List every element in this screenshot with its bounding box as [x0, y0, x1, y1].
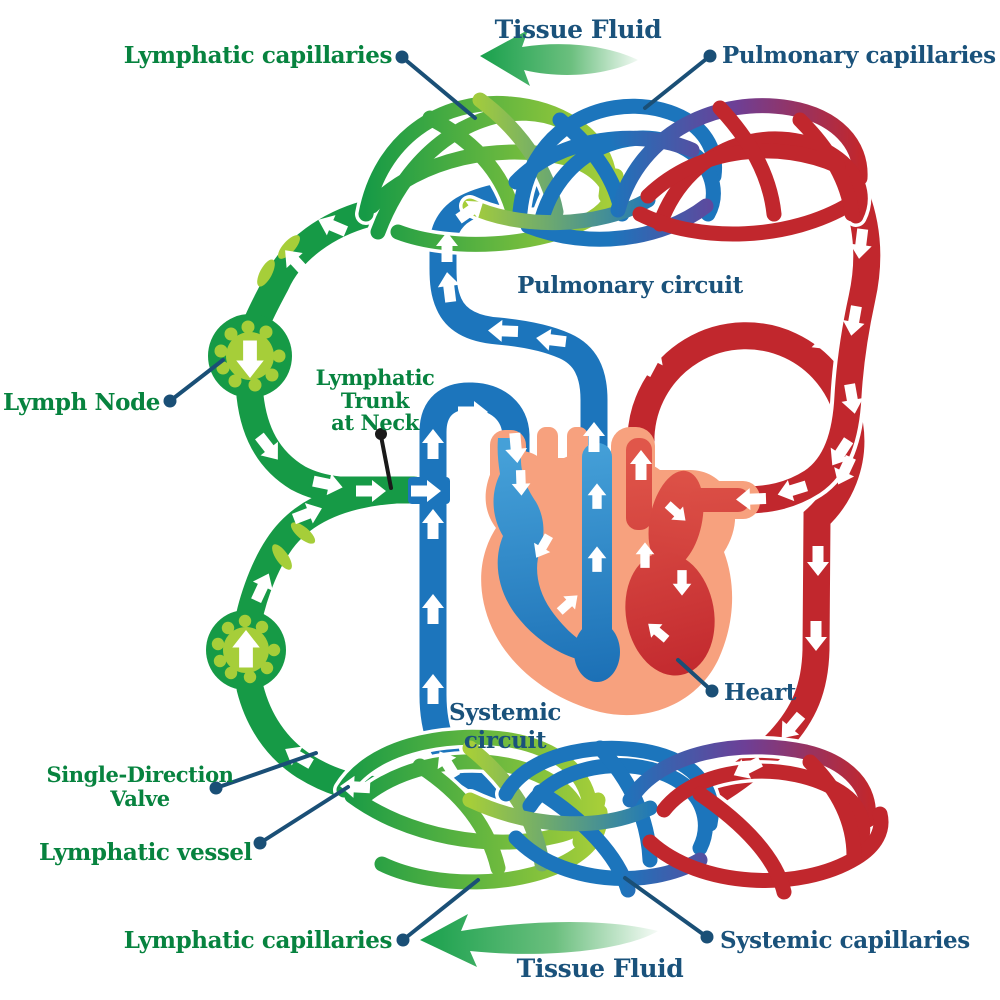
label-lymphatic-vessel: Lymphatic vessel — [39, 839, 253, 866]
lymph-node-upper — [208, 314, 292, 398]
capillary-arc — [642, 806, 889, 888]
label-lymph-node: Lymph Node — [3, 389, 160, 416]
capillary-arc — [622, 739, 876, 828]
label-systemic-circuit-line2: circuit — [464, 727, 547, 754]
capillary-arc — [508, 130, 700, 190]
label-single-direction-valve-line2: Valve — [109, 786, 170, 811]
labels: Tissue Fluid Lymphatic capillaries Pulmo… — [3, 15, 996, 983]
capillary-arc — [462, 192, 656, 231]
capillary-arc — [520, 198, 714, 247]
label-tissue-fluid-top: Tissue Fluid — [495, 15, 662, 44]
tissue-fluid-arrow-top — [480, 30, 638, 86]
label-lymphatic-trunk-line2: Trunk — [341, 388, 410, 413]
label-lymphatic-capillaries-bottom: Lymphatic capillaries — [124, 927, 392, 954]
label-tissue-fluid-bottom: Tissue Fluid — [517, 954, 684, 983]
bottom-capillary-bed — [333, 726, 892, 903]
capillary-arc — [640, 143, 846, 204]
capillary-arc — [412, 758, 506, 876]
leader-lines — [163, 49, 719, 947]
label-single-direction-valve: Single-Direction Valve — [46, 762, 234, 811]
leader-line-trunk — [375, 428, 393, 490]
capillary-arc — [692, 786, 792, 900]
lymphatic-vessel-chain — [233, 200, 428, 804]
heart — [481, 427, 760, 716]
label-lymphatic-trunk-line3: at Neck — [331, 410, 420, 435]
tissue-fluid-arrow-bottom — [420, 914, 658, 967]
capillary-arc — [792, 112, 860, 222]
label-lymphatic-trunk: Lymphatic Trunk at Neck — [316, 365, 435, 435]
label-systemic-circuit: Systemic circuit — [449, 699, 561, 754]
label-lymphatic-capillaries-top: Lymphatic capillaries — [124, 42, 392, 69]
valve-leaves — [257, 235, 316, 570]
label-pulmonary-capillaries: Pulmonary capillaries — [722, 42, 996, 69]
label-single-direction-valve-line1: Single-Direction — [46, 762, 233, 787]
label-lymphatic-trunk-line1: Lymphatic — [316, 365, 435, 390]
capillary-arc — [712, 100, 782, 222]
label-heart: Heart — [724, 679, 797, 706]
capillary-arc — [802, 754, 862, 864]
capillary-arc — [610, 98, 868, 218]
capillary-arc — [462, 792, 658, 832]
capillary-arc — [422, 110, 520, 216]
capillary-arc — [632, 196, 858, 242]
label-systemic-capillaries: Systemic capillaries — [720, 927, 970, 954]
capillary-arc — [522, 758, 713, 856]
lymph-node-lower — [206, 610, 286, 690]
label-systemic-circuit-line1: Systemic — [449, 699, 561, 726]
label-pulmonary-circuit: Pulmonary circuit — [517, 272, 743, 299]
